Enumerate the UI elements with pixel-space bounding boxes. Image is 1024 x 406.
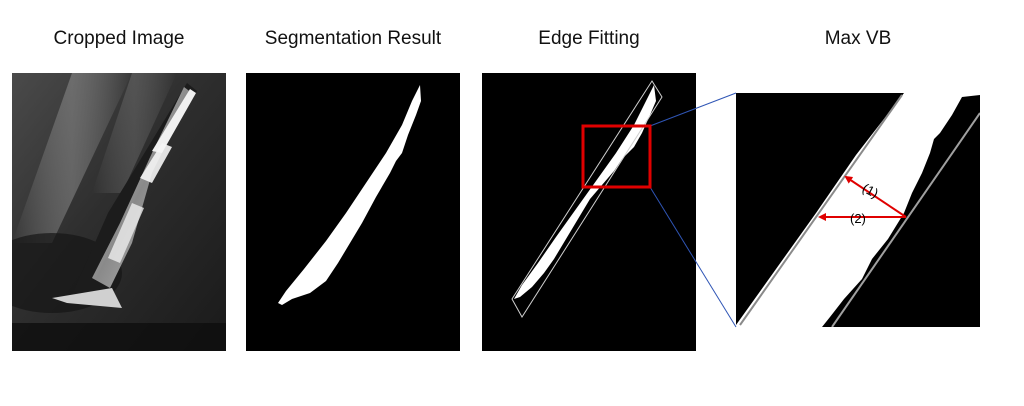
cropped-image-panel [12, 73, 226, 351]
title-cropped-image: Cropped Image [53, 28, 185, 49]
fitted-edge-left [739, 94, 903, 326]
cropped-image [12, 73, 226, 351]
edge-fitting-panel [482, 73, 696, 351]
max-vb-zoom-image [736, 93, 980, 327]
max-vb-panel [736, 93, 980, 327]
title-segmentation-result: Segmentation Result [264, 28, 442, 49]
title-max-vb: Max VB [824, 28, 892, 49]
segmentation-mask [246, 73, 460, 351]
fitted-edge-lines [511, 80, 663, 318]
edge-fitting-image [482, 73, 696, 351]
fitted-flank-region [514, 85, 656, 299]
title-edge-fitting: Edge Fitting [538, 28, 640, 49]
segmentation-result-panel [246, 73, 460, 351]
fitted-edge-right [831, 112, 980, 327]
